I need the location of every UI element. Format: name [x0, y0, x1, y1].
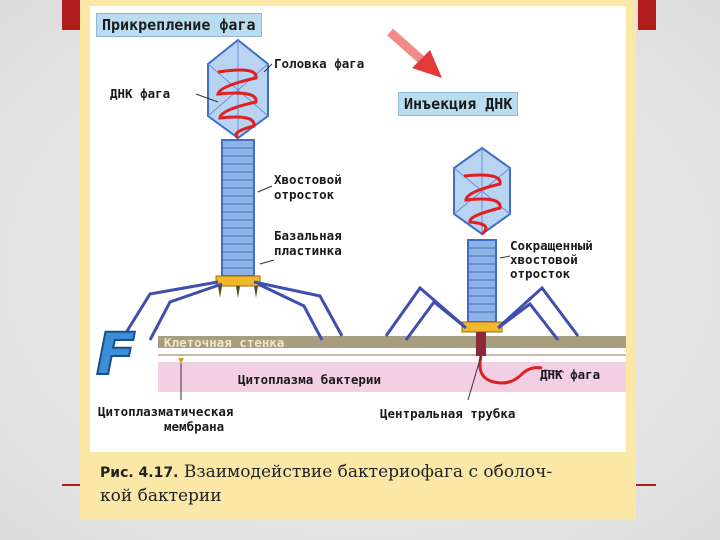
label-cell-wall: Клеточная стенка [164, 335, 285, 350]
label-membrane-line1: Цитоплазматическая [98, 404, 234, 419]
stage-arrow-shaft [387, 28, 427, 66]
phage-dna-coil-left [216, 68, 258, 140]
label-membrane-line2: мембрана [164, 419, 225, 434]
chapter-badge: F [95, 320, 137, 388]
tail-sheath-right [467, 239, 497, 323]
title-injection: Инъекция ДНК [398, 92, 519, 116]
injected-dna [478, 355, 543, 385]
label-contracted-line2: хвостовой [510, 252, 578, 267]
textbook-figure: Прикрепление фага Инъекция ДНК Головка ф… [80, 0, 636, 520]
central-tube-shape [476, 332, 486, 356]
decor-red-line-right [636, 484, 656, 486]
phage-attaching [122, 38, 344, 341]
label-tail-sheath-line1: Хвостовой [274, 172, 342, 187]
label-contracted-line1: Сокращенный [510, 238, 593, 253]
title-attachment: Прикрепление фага [96, 13, 262, 37]
decor-red-line-left [62, 484, 80, 486]
phage-injecting [384, 146, 580, 385]
tail-fibers-right [384, 285, 580, 341]
decor-red-bar-right [638, 0, 656, 30]
label-phage-head: Головка фага [274, 56, 365, 71]
base-plate-right [461, 321, 503, 333]
label-phage-dna-right: ДНК фага [540, 367, 601, 382]
caption-number: Рис. 4.17. [100, 465, 179, 481]
caption-text-line1: Взаимодействие бактериофага с оболоч- [183, 462, 553, 482]
label-cytoplasm: Цитоплазма бактерии [238, 372, 381, 387]
phage-dna-coil-right [463, 173, 502, 236]
label-contracted-line3: отросток [510, 266, 571, 281]
tail-fibers-left [122, 280, 344, 341]
label-central-tube: Центральная трубка [380, 406, 516, 421]
stage-arrow-head [412, 50, 442, 78]
figure-caption: Рис. 4.17. Взаимодействие бактериофага с… [100, 461, 620, 508]
decor-red-bar-left [62, 0, 80, 30]
label-tail-sheath-line2: отросток [274, 187, 335, 202]
tail-sheath-left [221, 139, 255, 277]
caption-text-line2: кой бактерии [100, 486, 222, 506]
pointer-lines [180, 63, 565, 401]
label-phage-dna-left: ДНК фага [110, 86, 171, 101]
cytoplasm-band [158, 362, 626, 392]
diagram-plate: Прикрепление фага Инъекция ДНК Головка ф… [90, 6, 626, 452]
label-base-plate-line1: Базальная [274, 228, 342, 243]
phage-diagram [122, 28, 626, 401]
cell-wall-band [158, 336, 626, 348]
label-base-plate-line2: пластинка [274, 243, 342, 258]
base-plate-left [215, 275, 261, 287]
